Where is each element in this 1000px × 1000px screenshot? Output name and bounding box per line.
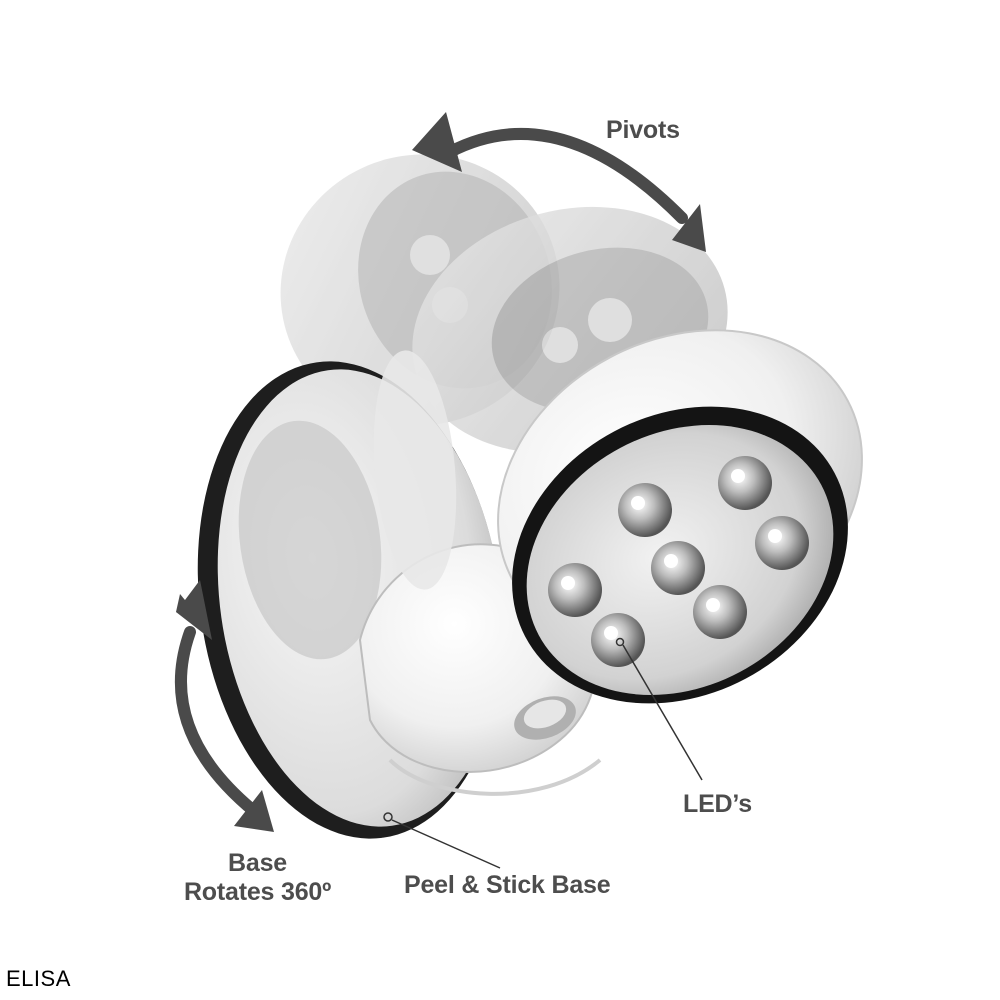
led bbox=[755, 516, 809, 570]
led-array bbox=[548, 456, 809, 667]
leds-label: LED’s bbox=[683, 790, 752, 818]
peel-stick-callout-line bbox=[383, 812, 501, 869]
base-label-line-1: Base bbox=[228, 849, 287, 877]
led bbox=[591, 613, 645, 667]
led bbox=[618, 483, 672, 537]
light-head bbox=[497, 329, 863, 740]
curved-double-arrow-icon bbox=[174, 580, 274, 832]
curved-double-arrow-icon bbox=[412, 112, 706, 252]
pivots-label: Pivots bbox=[606, 116, 680, 144]
peel-stick-base-label: Peel & Stick Base bbox=[404, 871, 611, 899]
leds-callout-line bbox=[615, 637, 703, 781]
led bbox=[718, 456, 772, 510]
led bbox=[693, 585, 747, 639]
base-label-line-2: Rotates 360º bbox=[183, 878, 332, 906]
led bbox=[651, 541, 705, 595]
led bbox=[548, 563, 602, 617]
base-rotates-label: Base Rotates 360º bbox=[180, 849, 335, 907]
watermark-text: ELISA bbox=[6, 966, 71, 991]
